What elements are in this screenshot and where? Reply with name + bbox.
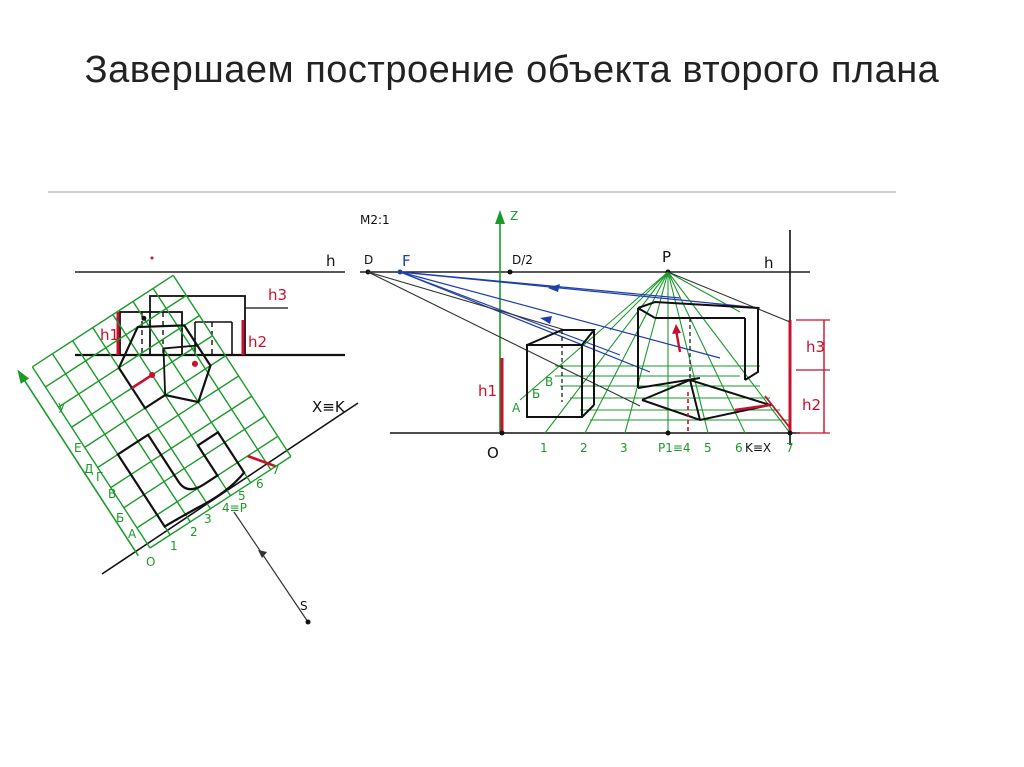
plan-object-outline [116,430,246,529]
point-D2-label: D/2 [512,253,533,267]
box-letter-B: Б [532,387,540,401]
plan-letter-E: E [74,441,82,455]
h2-label: h2 [248,333,267,351]
plan-num-1: 1 [170,539,178,553]
plan-num-6: 6 [256,477,264,491]
plan-num-O: O [146,555,155,569]
plan-num-7: 7 [272,463,280,477]
front-mark-3: 3 [620,441,628,455]
front-mark-1: 1 [540,441,548,455]
plan-letter-B: Б [116,511,124,525]
point-D-label: D [364,253,373,267]
slide-title: Завершаем построение объекта второго пла… [84,49,940,91]
plan-view: X≡K [17,274,359,625]
origin-label: O [487,444,499,462]
h3-right-label: h3 [806,338,825,356]
horizon-label-right: h [764,254,774,272]
h2-right-label: h2 [802,396,821,414]
elevation-box-middle [149,295,246,356]
axis-Z-label: Z [510,209,518,223]
plan-base-line [101,402,359,575]
front-mark-6: 6 [735,441,743,455]
front-mark-5: 5 [704,441,712,455]
h1-label: h1 [100,326,119,344]
perspective-box-left [526,329,597,418]
point-P-label: P [662,248,671,266]
front-mark-2: 2 [580,441,588,455]
plan-num-4P: 4≡P [222,501,247,515]
elevation-view: h h1 h2 h3 [75,252,345,357]
plan-y-label: y [58,399,65,413]
plan-grid [17,274,292,557]
point-S-dot [305,619,311,625]
h1-right-label: h1 [478,382,497,400]
front-mark-P1-4: P1≡4 [658,441,691,455]
plan-letter-V: В [108,487,116,501]
plan-letter-G: Г [96,470,103,484]
box-letter-V: В [545,375,553,389]
point-S-label: S [300,599,308,613]
horizon-label-left: h [326,252,336,270]
perspective-view: M2:1 h Z h3 h2 h1 D F D/2 P [360,209,830,462]
plan-letter-D: Д [84,462,93,476]
scale-label: M2:1 [360,213,390,227]
plan-num-3: 3 [204,512,212,526]
plan-axis-label: X≡K [312,398,346,416]
h3-label: h3 [268,286,287,304]
plan-letter-A: А [128,527,137,541]
plan-num-5: 5 [238,489,246,503]
front-mark-KX: K≡X [745,441,771,455]
box-letter-A: A [512,401,521,415]
plan-num-2: 2 [190,525,198,539]
front-mark-7: 7 [786,441,794,455]
view-ray [233,511,309,623]
point-F-label: F [402,252,411,270]
